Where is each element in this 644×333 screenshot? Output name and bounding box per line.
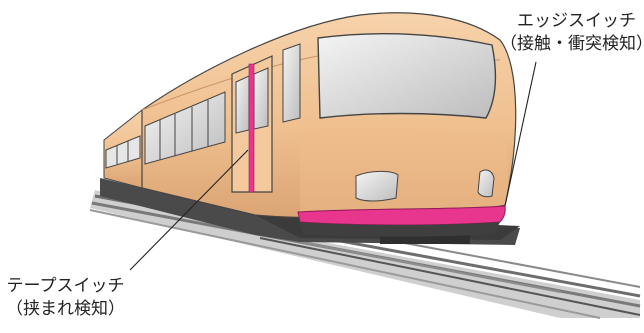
door	[232, 56, 272, 192]
windshield	[318, 34, 495, 118]
tape-switch-detail: （挟まれ検知）	[6, 298, 125, 321]
edge-switch-detail: （接触・衝突検知）	[500, 33, 644, 56]
tape-switch-callout: テープスイッチ （挟まれ検知）	[6, 275, 125, 321]
edge-switch-name: エッジスイッチ	[500, 10, 644, 33]
tape-switch-stripe	[249, 64, 254, 192]
tape-switch-name: テープスイッチ	[6, 275, 125, 298]
headlight-left	[356, 171, 398, 201]
headlight-right	[478, 170, 494, 197]
rear-car	[104, 110, 142, 188]
edge-switch-callout: エッジスイッチ （接触・衝突検知）	[500, 10, 644, 56]
